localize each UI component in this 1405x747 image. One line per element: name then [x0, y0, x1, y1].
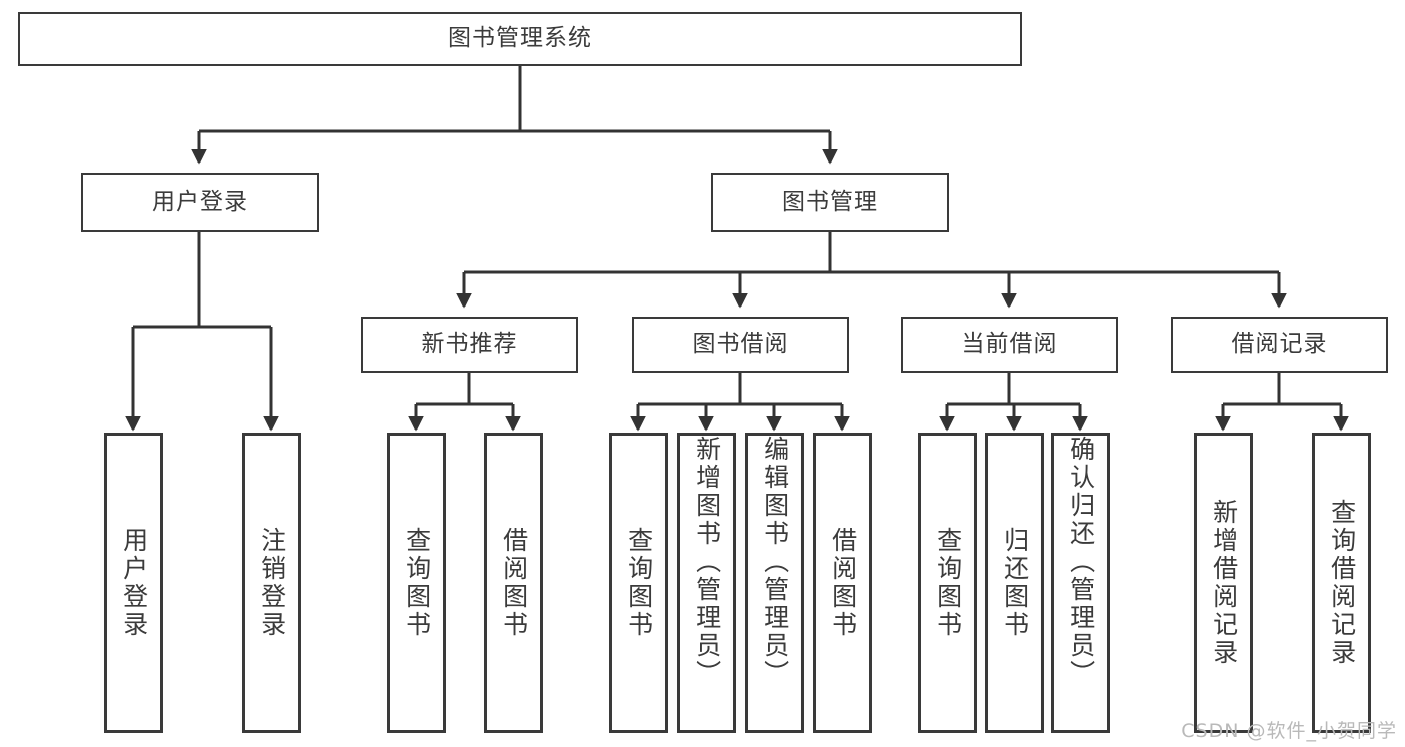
leaf-label: 用户登录 [119, 527, 149, 639]
leaf-borrow-book-2[interactable]: 借阅图书 [813, 433, 872, 733]
leaf-borrow-book-1[interactable]: 借阅图书 [484, 433, 543, 733]
leaf-label: 编辑图书（管理员） [760, 436, 790, 688]
leaf-logout-login[interactable]: 注销登录 [242, 433, 301, 733]
node-label: 借阅记录 [1231, 331, 1328, 358]
leaf-label: 新增借阅记录 [1209, 499, 1239, 667]
leaf-add-borrow-record[interactable]: 新增借阅记录 [1194, 433, 1253, 733]
leaf-label: 新增图书（管理员） [692, 436, 722, 688]
node-user-login[interactable]: 用户登录 [81, 173, 319, 232]
leaf-label: 归还图书 [1000, 527, 1030, 639]
leaf-label: 查询图书 [624, 527, 654, 639]
node-label: 当前借阅 [961, 331, 1058, 358]
leaf-label: 查询图书 [402, 527, 432, 639]
leaf-label: 借阅图书 [499, 527, 529, 639]
leaf-label: 注销登录 [257, 527, 287, 639]
node-label: 图书借阅 [692, 331, 789, 358]
leaf-label: 查询图书 [933, 527, 963, 639]
leaf-add-book-admin[interactable]: 新增图书（管理员） [677, 433, 736, 733]
leaf-edit-book-admin[interactable]: 编辑图书（管理员） [745, 433, 804, 733]
node-label: 图书管理系统 [448, 25, 592, 52]
node-root-system[interactable]: 图书管理系统 [18, 12, 1022, 66]
leaf-query-borrow-record[interactable]: 查询借阅记录 [1312, 433, 1371, 733]
node-label: 用户登录 [152, 188, 248, 215]
leaf-query-book-2[interactable]: 查询图书 [609, 433, 668, 733]
node-book-management[interactable]: 图书管理 [711, 173, 949, 232]
leaf-label: 借阅图书 [828, 527, 858, 639]
leaf-confirm-return-admin[interactable]: 确认归还（管理员） [1051, 433, 1110, 733]
leaf-query-book-3[interactable]: 查询图书 [918, 433, 977, 733]
node-new-book-recommend[interactable]: 新书推荐 [361, 317, 578, 373]
node-book-borrow[interactable]: 图书借阅 [632, 317, 849, 373]
node-borrow-record[interactable]: 借阅记录 [1171, 317, 1388, 373]
leaf-label: 确认归还（管理员） [1066, 436, 1096, 688]
leaf-return-book[interactable]: 归还图书 [985, 433, 1044, 733]
leaf-user-login[interactable]: 用户登录 [104, 433, 163, 733]
node-current-borrow[interactable]: 当前借阅 [901, 317, 1118, 373]
leaf-query-book-1[interactable]: 查询图书 [387, 433, 446, 733]
node-label: 图书管理 [782, 188, 878, 215]
node-label: 新书推荐 [421, 331, 518, 358]
leaf-label: 查询借阅记录 [1327, 499, 1357, 667]
